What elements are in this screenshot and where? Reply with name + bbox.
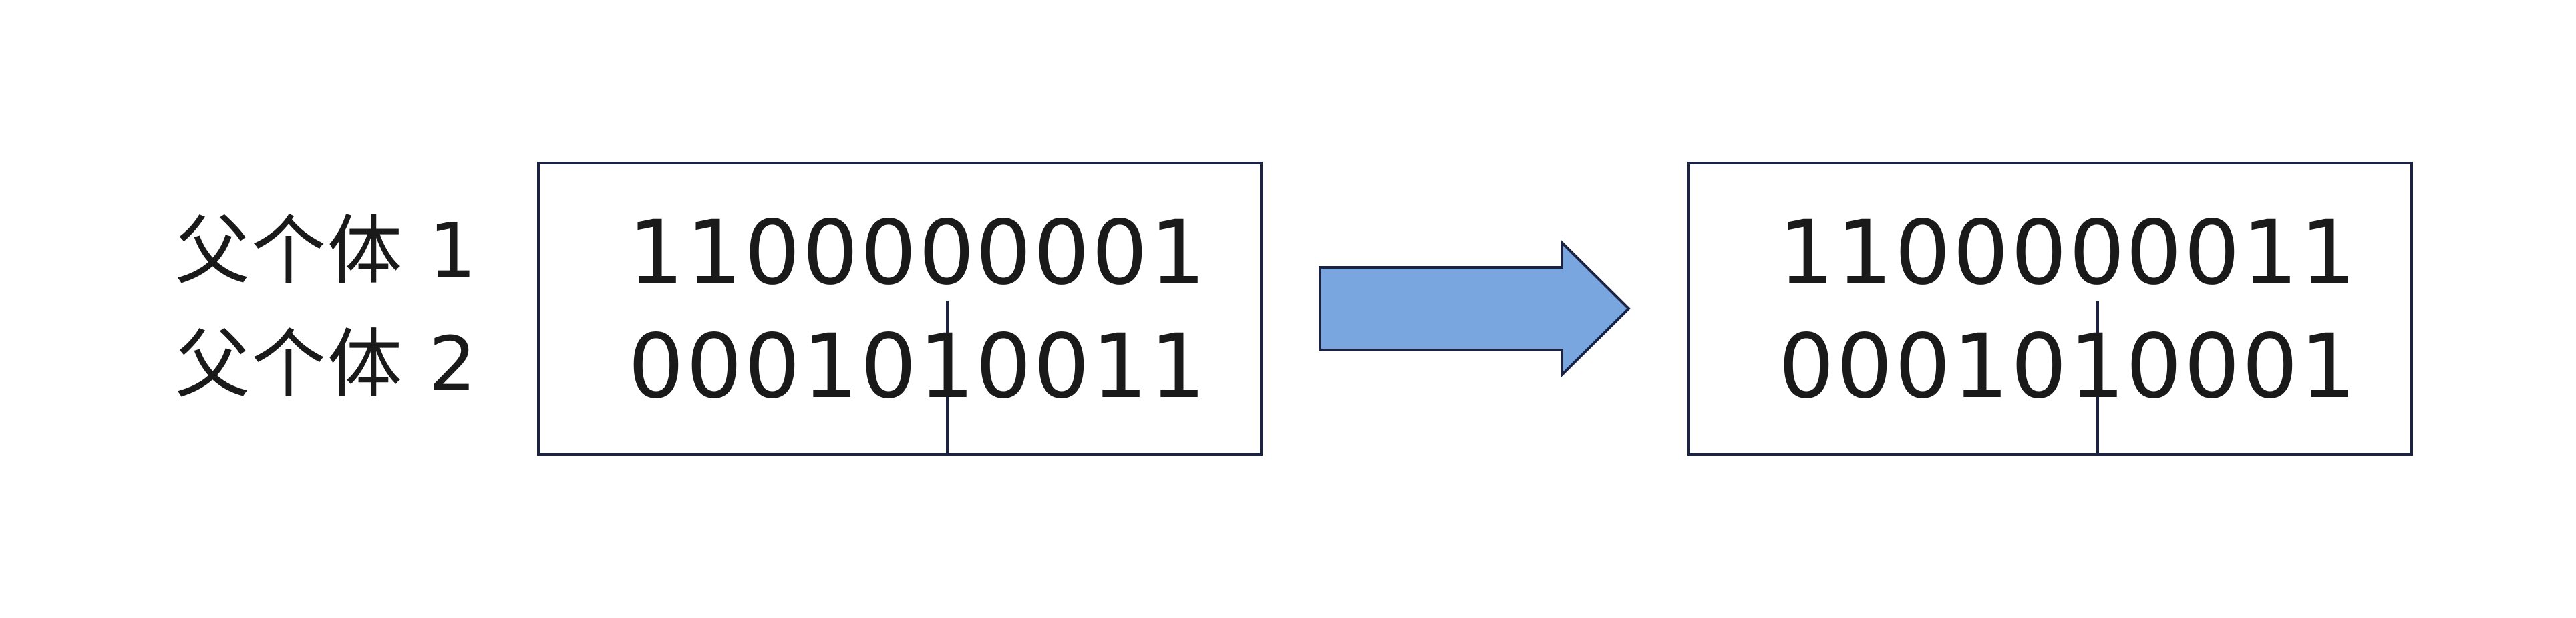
before-row2-right-bits: 0011 — [975, 315, 1208, 418]
parent-2-label: 父个体 2 — [175, 321, 478, 408]
before-row2-left-bits: 000101 — [628, 315, 977, 418]
after-crossover-point — [2096, 301, 2099, 454]
after-row2-right-bits: 0001 — [2126, 315, 2358, 418]
after-crossover-box — [1687, 162, 2413, 456]
after-row1-right-bits: 0011 — [2126, 202, 2358, 305]
right-arrow-icon — [1319, 239, 1631, 378]
before-crossover-point — [946, 301, 949, 454]
after-row1-left-bits: 110000 — [1778, 202, 2127, 305]
before-crossover-box — [537, 162, 1263, 456]
before-row1-right-bits: 0001 — [975, 202, 1208, 305]
after-row2-left-bits: 000101 — [1778, 315, 2127, 418]
parent-1-label: 父个体 1 — [175, 208, 478, 295]
before-row1-left-bits: 110000 — [628, 202, 977, 305]
